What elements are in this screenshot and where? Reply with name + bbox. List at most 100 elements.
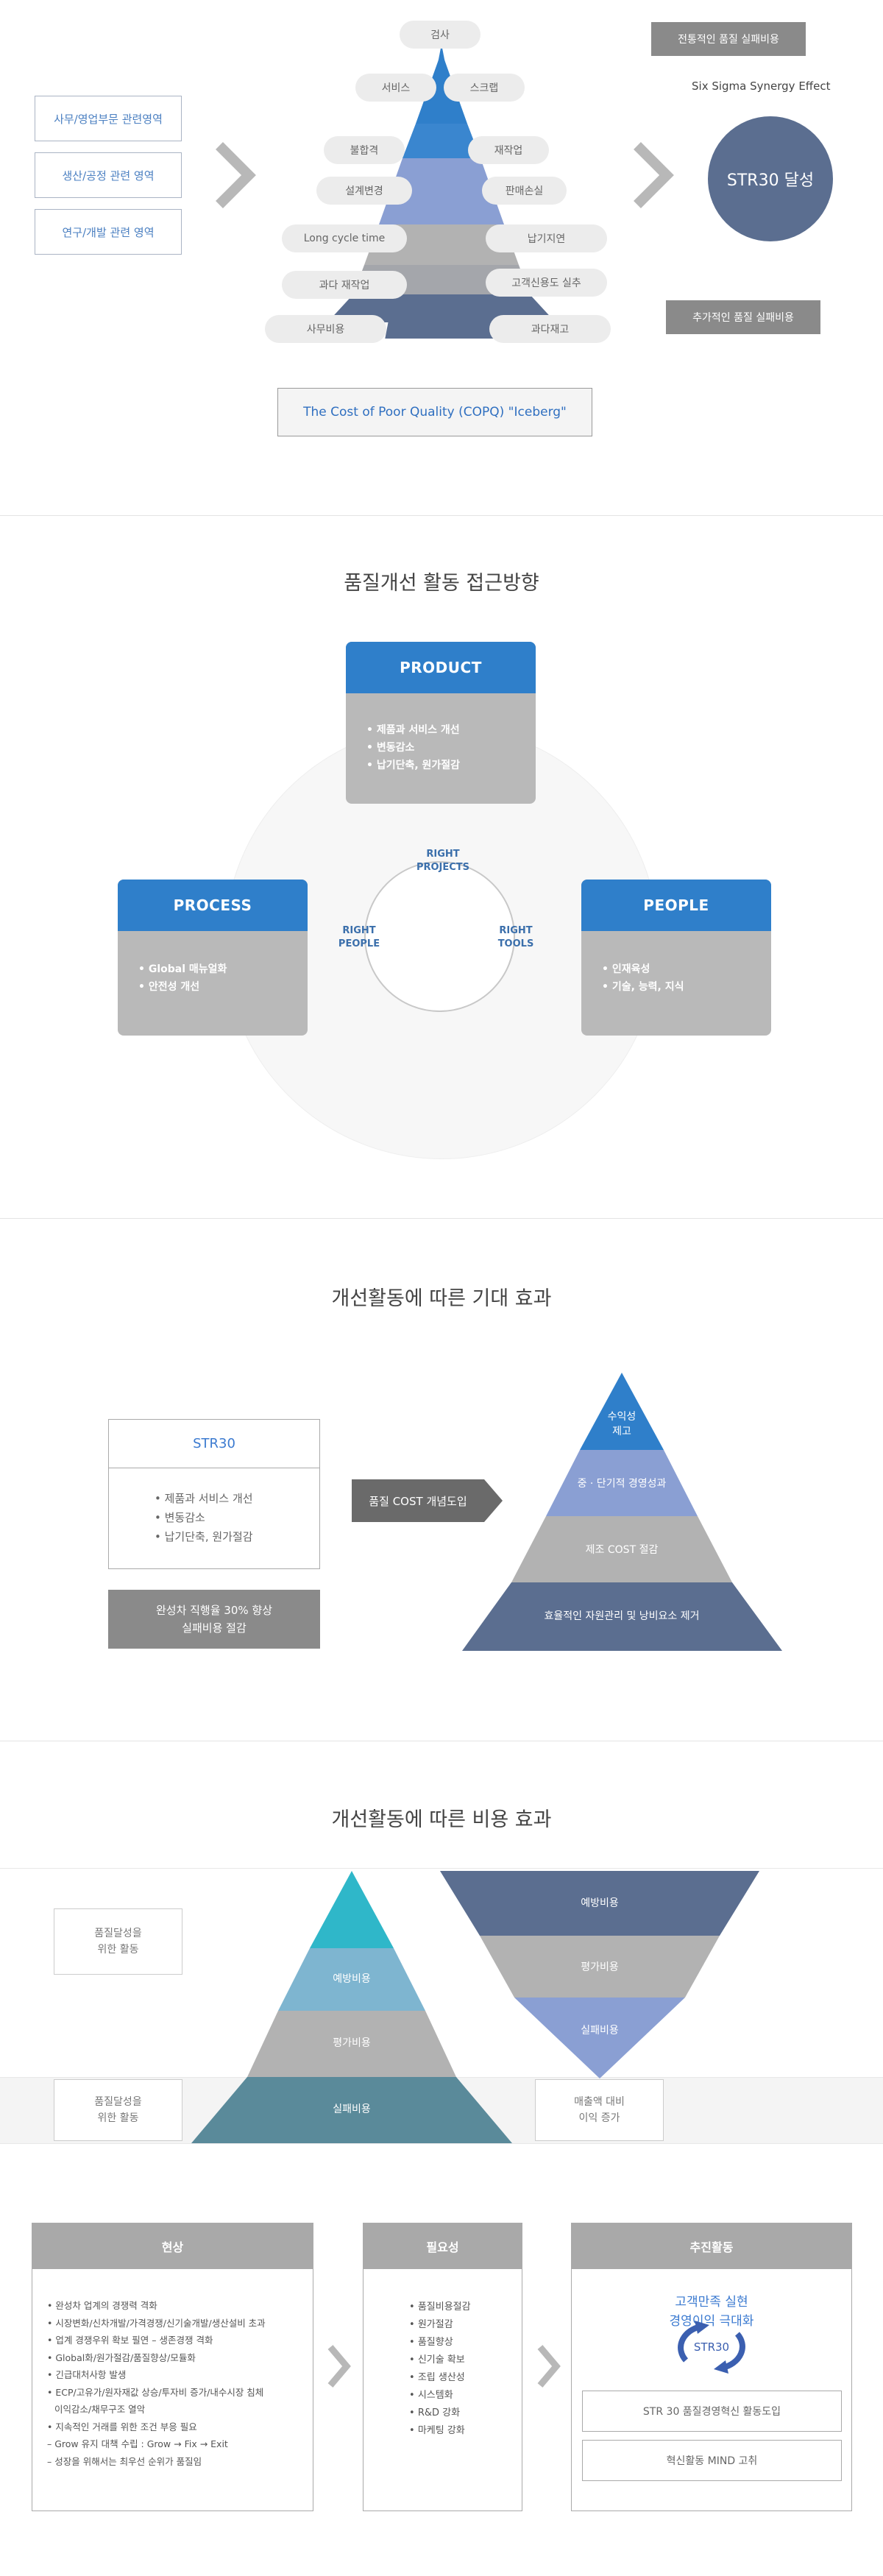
str30-item: • 변동감소	[155, 1511, 205, 1524]
need-item: • R&D 강화	[409, 2407, 461, 2418]
need-item: • 조립 생산성	[409, 2372, 465, 2383]
str30-item: • 제품과 서비스 개선	[155, 1492, 253, 1505]
process-item: • 안전성 개선	[138, 981, 200, 993]
product-item: • 납기단축, 원가절감	[366, 760, 461, 771]
status-item: • ECP/고유가/원자재값 상승/투자비 증가/내수시장 침체	[47, 2386, 264, 2398]
pill-design-change: 설계변경	[316, 177, 412, 205]
str30-box: STR30 • 제품과 서비스 개선 • 변동감소 • 납기단축, 원가절감	[108, 1419, 320, 1569]
pill-scrap: 스크랩	[444, 74, 525, 102]
cost-band-line	[0, 2143, 883, 2144]
pill-delay: 납기지연	[486, 224, 607, 252]
product-card-title: PRODUCT	[346, 642, 536, 693]
pill-reject: 불합격	[324, 136, 405, 164]
need-item: • 마케팅 강화	[409, 2425, 465, 2436]
need-title: 필요성	[364, 2223, 522, 2269]
arrow-label: 품질 COST 개념도입	[369, 1494, 467, 1508]
need-item: • 신기술 확보	[409, 2354, 465, 2366]
status-title: 현상	[32, 2223, 313, 2269]
cost-inverted-pyramid	[440, 1871, 759, 2078]
status-item: – 성장을 위해서는 최우선 순위가 품질임	[47, 2455, 202, 2467]
status-item: – Grow 유지 대책 수립 : Grow → Fix → Exit	[47, 2438, 228, 2449]
chevron-right-icon	[634, 142, 674, 208]
pill-excess-rework: 과다 재작업	[282, 271, 407, 299]
left-box-office: 사무/영업부문 관련영역	[35, 96, 182, 141]
status-item: • Global화/원가절감/품질향상/모듈화	[47, 2352, 196, 2363]
status-item: • 지속적인 거래를 위한 조건 부응 필요	[47, 2421, 197, 2432]
chevron-right-icon	[537, 2345, 561, 2388]
pill-office-cost: 사무비용	[265, 315, 386, 343]
cost-pyramid-appraisal: 평가비용	[333, 2037, 371, 2049]
section-divider	[0, 1218, 883, 1219]
product-card: PRODUCT • 제품과 서비스 개선 • 변동감소 • 납기단축, 원가절감	[346, 642, 536, 804]
quality-activity-box: 품질달성을 위한 활동	[54, 1908, 182, 1975]
pill-inspection: 검사	[400, 21, 480, 49]
people-item: • 인재육성	[602, 963, 650, 975]
pill-rework: 재작업	[468, 136, 549, 164]
product-item: • 변동감소	[366, 742, 415, 754]
profit-increase-box: 매출액 대비 이익 증가	[535, 2079, 664, 2141]
cost-pyramid-failure: 실패비용	[333, 2103, 371, 2115]
drive-headline: 고객만족 실현 경영이익 극대화	[669, 2295, 754, 2329]
status-item: 이익감소/채무구조 열악	[54, 2404, 146, 2415]
improvement-note: 완성차 직행율 30% 향상 실패비용 절감	[108, 1590, 320, 1649]
need-column: 필요성 • 품질비용절감 • 원가절감 • 품질향상 • 신기술 확보 • 조립…	[363, 2223, 522, 2511]
pyramid-cost-label: 제조 COST 절감	[585, 1544, 659, 1556]
product-item: • 제품과 서비스 개선	[366, 724, 460, 736]
left-box-production: 생산/공정 관련 영역	[35, 152, 182, 198]
pill-lost-sales: 판매손실	[482, 177, 567, 205]
cost-inverted-prevention: 예방비용	[581, 1897, 619, 1909]
need-list: • 품질비용절감 • 원가절감 • 품질향상 • 신기술 확보 • 조립 생산성…	[364, 2269, 522, 2440]
approach-title: 품질개선 활동 접근방향	[344, 572, 539, 595]
str30-circle: STR30 달성	[708, 116, 833, 241]
section-divider	[0, 515, 883, 516]
need-item: • 시스템화	[409, 2390, 453, 2401]
status-column: 현상 • 완성차 업계의 경쟁력 격화 • 시장변화/신차개발/가격경쟁/신기술…	[32, 2223, 313, 2511]
str30-box-title: STR30	[109, 1420, 319, 1468]
traditional-cost-label: 전통적인 품질 실패비용	[651, 22, 806, 56]
pyramid-midterm-label: 중 · 단기적 경영성과	[577, 1478, 667, 1490]
status-item: • 시장변화/신차개발/가격경쟁/신기술개발/생산설비 초과	[47, 2317, 266, 2329]
drive-title: 추진활동	[572, 2223, 851, 2269]
need-item: • 품질비용절감	[409, 2301, 471, 2313]
drive-box-str30: STR 30 품질경영혁신 활동도입	[582, 2391, 842, 2432]
process-item: • Global 매뉴얼화	[138, 963, 227, 975]
copq-caption: The Cost of Poor Quality (COPQ) "Iceberg…	[277, 388, 592, 436]
cost-inverted-failure: 실패비용	[581, 2025, 619, 2037]
pyramid-resource-label: 효율적인 자원관리 및 낭비요소 제거	[544, 1610, 700, 1622]
expected-title: 개선활동에 따른 기대 효과	[331, 1287, 552, 1310]
cost-pyramid-prevention: 예방비용	[333, 1973, 371, 1985]
quality-activity-box-bottom: 품질달성을 위한 활동	[54, 2079, 182, 2141]
need-item: • 품질향상	[409, 2337, 453, 2348]
people-item: • 기술, 능력, 지식	[602, 981, 684, 993]
synergy-title: Six Sigma Synergy Effect	[692, 79, 831, 93]
need-item: • 원가절감	[409, 2319, 453, 2330]
cost-title: 개선활동에 따른 비용 효과	[331, 1808, 552, 1831]
people-card: PEOPLE • 인재육성 • 기술, 능력, 지식	[581, 880, 771, 1036]
drive-box-mind: 혁신활동 MIND 고취	[582, 2440, 842, 2481]
cost-pyramid	[191, 1871, 512, 2143]
chevron-right-icon	[216, 142, 256, 208]
additional-cost-label: 추가적인 품질 실패비용	[666, 300, 820, 334]
people-card-title: PEOPLE	[581, 880, 771, 931]
status-item: • 업계 경쟁우위 확보 필연 – 생존경쟁 격화	[47, 2335, 213, 2346]
pill-long-cycle: Long cycle time	[282, 224, 407, 252]
expected-pyramid	[462, 1373, 782, 1651]
status-list: • 완성차 업계의 경쟁력 격화 • 시장변화/신차개발/가격경쟁/신기술개발/…	[32, 2269, 313, 2470]
pill-service: 서비스	[355, 74, 436, 102]
cycle-arrows-icon	[678, 2321, 745, 2374]
str30-item: • 납기단축, 원가절감	[155, 1530, 253, 1543]
process-card-title: PROCESS	[118, 880, 308, 931]
pyramid-profit-label: 수익성 제고	[607, 1411, 636, 1437]
pill-credibility: 고객신용도 실추	[486, 269, 607, 297]
inner-circle	[364, 861, 515, 1012]
status-item: • 완성차 업계의 경쟁력 격화	[47, 2300, 157, 2311]
cycle-label: STR30	[693, 2340, 730, 2354]
drive-column: 추진활동 고객만족 실현 경영이익 극대화 STR30 STR 30 품질경영혁…	[571, 2223, 852, 2511]
status-item: • 긴급대처사항 발생	[47, 2369, 127, 2380]
left-box-rnd: 연구/개발 관련 영역	[35, 209, 182, 255]
cost-inverted-appraisal: 평가비용	[581, 1961, 619, 1973]
chevron-right-icon	[327, 2345, 351, 2388]
